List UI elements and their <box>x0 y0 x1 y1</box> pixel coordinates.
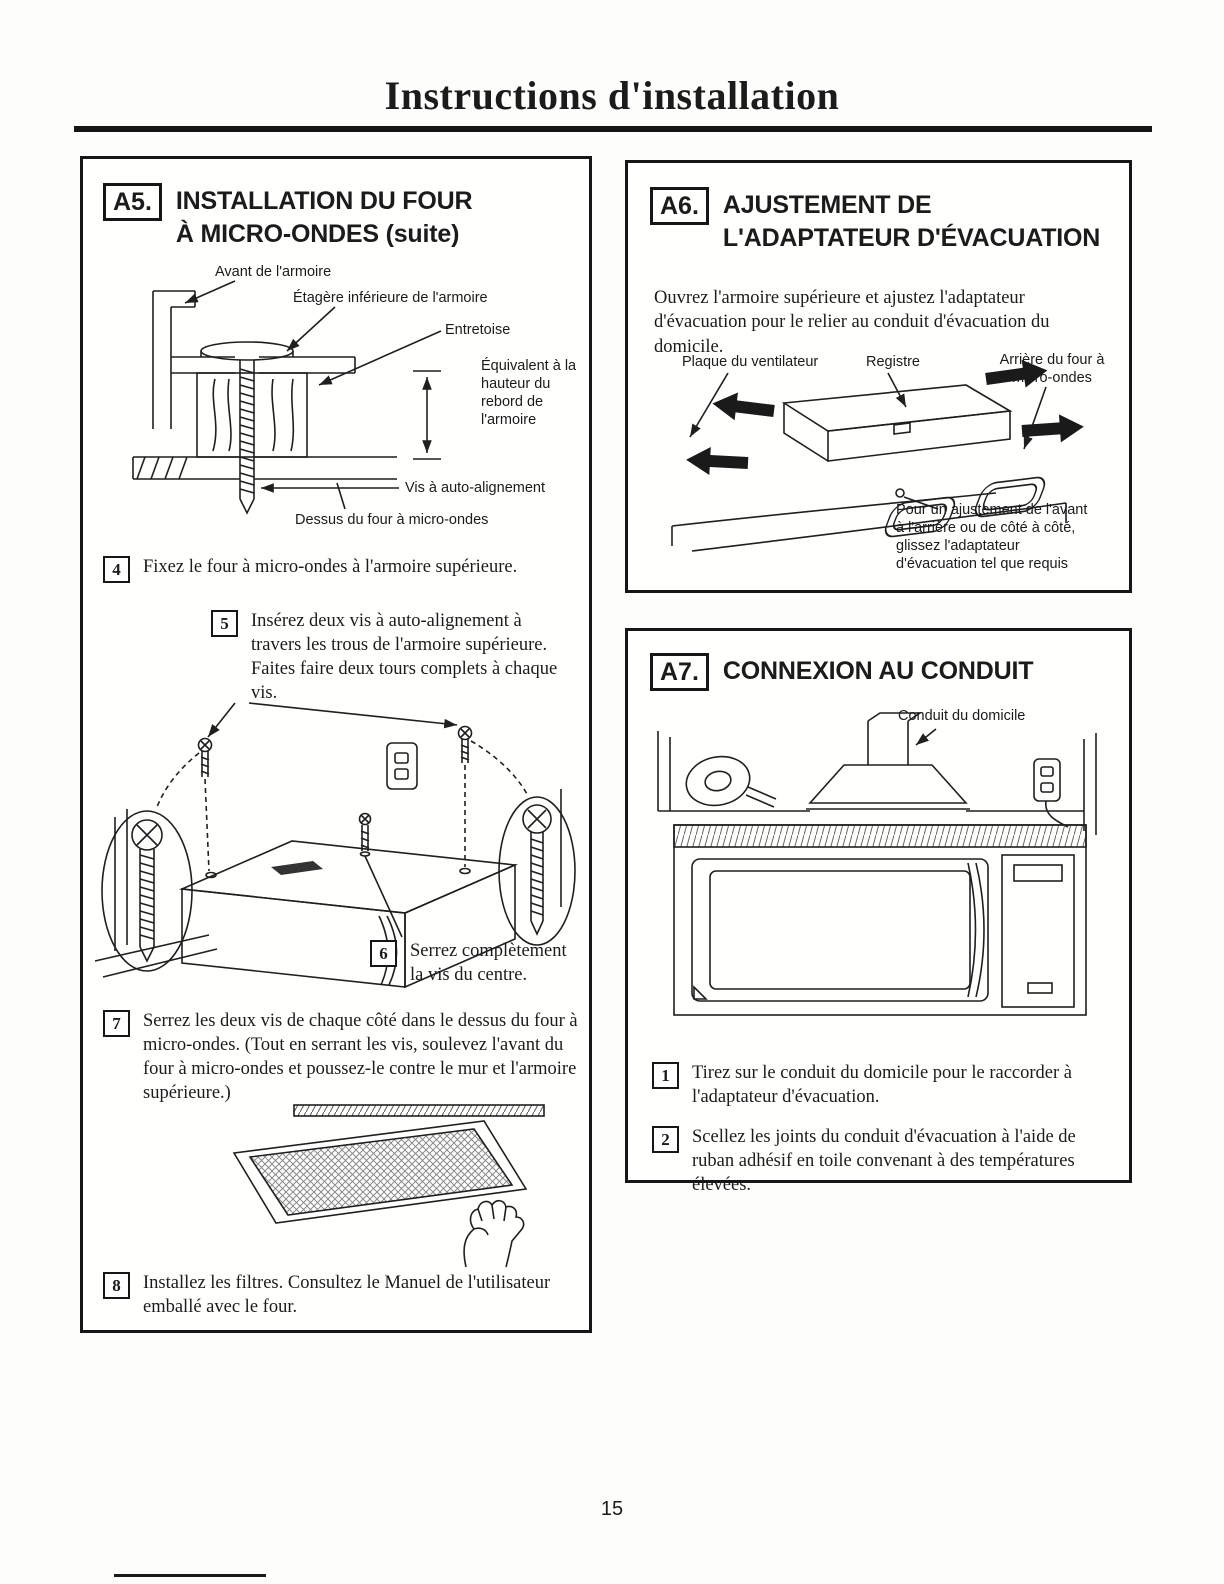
label-dessus-four: Dessus du four à micro-ondes <box>295 512 489 528</box>
step-2: 2 Scellez les joints du conduit d'évacua… <box>652 1125 1114 1197</box>
step-1-text: Tirez sur le conduit du domicile pour le… <box>692 1063 1072 1108</box>
section-a7-tag: A7. <box>650 653 709 691</box>
section-a6-intro: Ouvrez l'armoire supérieure et ajustez l… <box>654 287 1050 358</box>
section-a7-title: CONNEXION AU CONDUIT <box>722 653 1034 688</box>
section-a5-title: INSTALLATION DU FOUR À MICRO-ONDES (suit… <box>175 183 473 250</box>
screw-installation-diagram: 6 Serrez complètement la vis du centre. <box>87 699 587 999</box>
step-1: 1 Tirez sur le conduit du domicile pour … <box>652 1061 1112 1109</box>
exhaust-adaptor-diagram: Plaque du ventilateur Registre Arrière d… <box>636 351 1124 591</box>
section-a6-header: A6. AJUSTEMENT DE L'ADAPTATEUR D'ÉVACUAT… <box>650 187 1100 254</box>
page-number: 15 <box>600 1498 624 1520</box>
section-a6: A6. AJUSTEMENT DE L'ADAPTATEUR D'ÉVACUAT… <box>625 160 1132 593</box>
section-a7-title-line1: CONNEXION AU CONDUIT <box>722 657 1034 685</box>
section-a5-tag: A5. <box>103 183 162 221</box>
step-5-number: 5 <box>211 610 238 637</box>
step-4-number: 4 <box>103 556 130 583</box>
section-a7-header: A7. CONNEXION AU CONDUIT <box>650 653 1033 691</box>
duct-connection-diagram: Conduit du domicile <box>636 703 1124 1043</box>
section-a5-title-line1: INSTALLATION DU FOUR <box>175 187 473 215</box>
label-etagere-inferieure: Étagère inférieure de l'armoire <box>293 290 488 306</box>
step-7-text: Serrez les deux vis de chaque côté dans … <box>143 1011 578 1104</box>
step-4: 4 Fixez le four à micro-ondes à l'armoir… <box>103 555 575 583</box>
spacer-screw-diagram: Avant de l'armoire Étagère inférieure de… <box>97 261 577 547</box>
section-a7: A7. CONNEXION AU CONDUIT <box>625 628 1132 1195</box>
label-vis-auto-alignement: Vis à auto-alignement <box>405 480 545 496</box>
step-7-number: 7 <box>103 1010 130 1037</box>
label-conduit-domicile: Conduit du domicile <box>898 708 1026 724</box>
step-6-number: 6 <box>370 940 397 967</box>
spacer-screw-diagram-art <box>132 280 442 515</box>
label-registre: Registre <box>866 354 920 370</box>
step-2-number: 2 <box>652 1126 679 1153</box>
section-a6-tag: A6. <box>650 187 709 225</box>
step-5-text: Insérez deux vis à auto-alignement à tra… <box>251 611 558 704</box>
scan-artifact-line <box>114 1574 266 1577</box>
title-rule <box>74 126 1152 132</box>
page-title: Instructions d'installation <box>384 73 840 118</box>
duct-connection-diagram-art <box>657 712 1097 1016</box>
step-4-text: Fixez le four à micro-ondes à l'armoire … <box>143 557 518 577</box>
filter-installation-diagram <box>216 1101 548 1269</box>
step-2-text: Scellez les joints du conduit d'évacuati… <box>692 1127 1076 1196</box>
step-8-number: 8 <box>103 1272 130 1299</box>
label-plaque-ventilateur: Plaque du ventilateur <box>682 354 819 370</box>
filter-installation-diagram-art <box>232 1104 545 1268</box>
step-6-text: Serrez complètement la vis du centre. <box>410 941 567 986</box>
step-8: 8 Installez les filtres. Consultez le Ma… <box>103 1271 581 1319</box>
label-entretoise: Entretoise <box>445 322 511 338</box>
label-ajustement-note: Pour un ajustement de l'avant à l'arrièr… <box>896 502 1088 573</box>
step-5: 5 Insérez deux vis à auto-alignement à t… <box>211 609 563 705</box>
label-equivalent-hauteur: Équivalent à la hauteur du rebord de l'a… <box>481 358 577 429</box>
section-a5-header: A5. INSTALLATION DU FOUR À MICRO-ONDES (… <box>103 183 473 250</box>
label-avant-armoire: Avant de l'armoire <box>215 264 332 280</box>
exhaust-adaptor-diagram-art <box>671 359 1084 552</box>
section-a6-title-line1: AJUSTEMENT DE <box>722 191 932 219</box>
section-a5-title-line2: À MICRO-ONDES (suite) <box>175 219 460 248</box>
screw-installation-diagram-art <box>94 702 576 989</box>
step-7: 7 Serrez les deux vis de chaque côté dan… <box>103 1009 581 1105</box>
section-a6-title-line2: L'ADAPTATEUR D'ÉVACUATION <box>722 223 1101 252</box>
step-1-number: 1 <box>652 1062 679 1089</box>
section-a5: A5. INSTALLATION DU FOUR À MICRO-ONDES (… <box>80 156 592 1333</box>
step-6: 6 Serrez complètement la vis du centre. <box>370 939 584 987</box>
step-8-text: Installez les filtres. Consultez le Manu… <box>143 1273 551 1318</box>
label-arriere-four: Arrière du four à micro-ondes <box>999 352 1105 387</box>
section-a6-title: AJUSTEMENT DE L'ADAPTATEUR D'ÉVACUATION <box>723 187 1100 254</box>
